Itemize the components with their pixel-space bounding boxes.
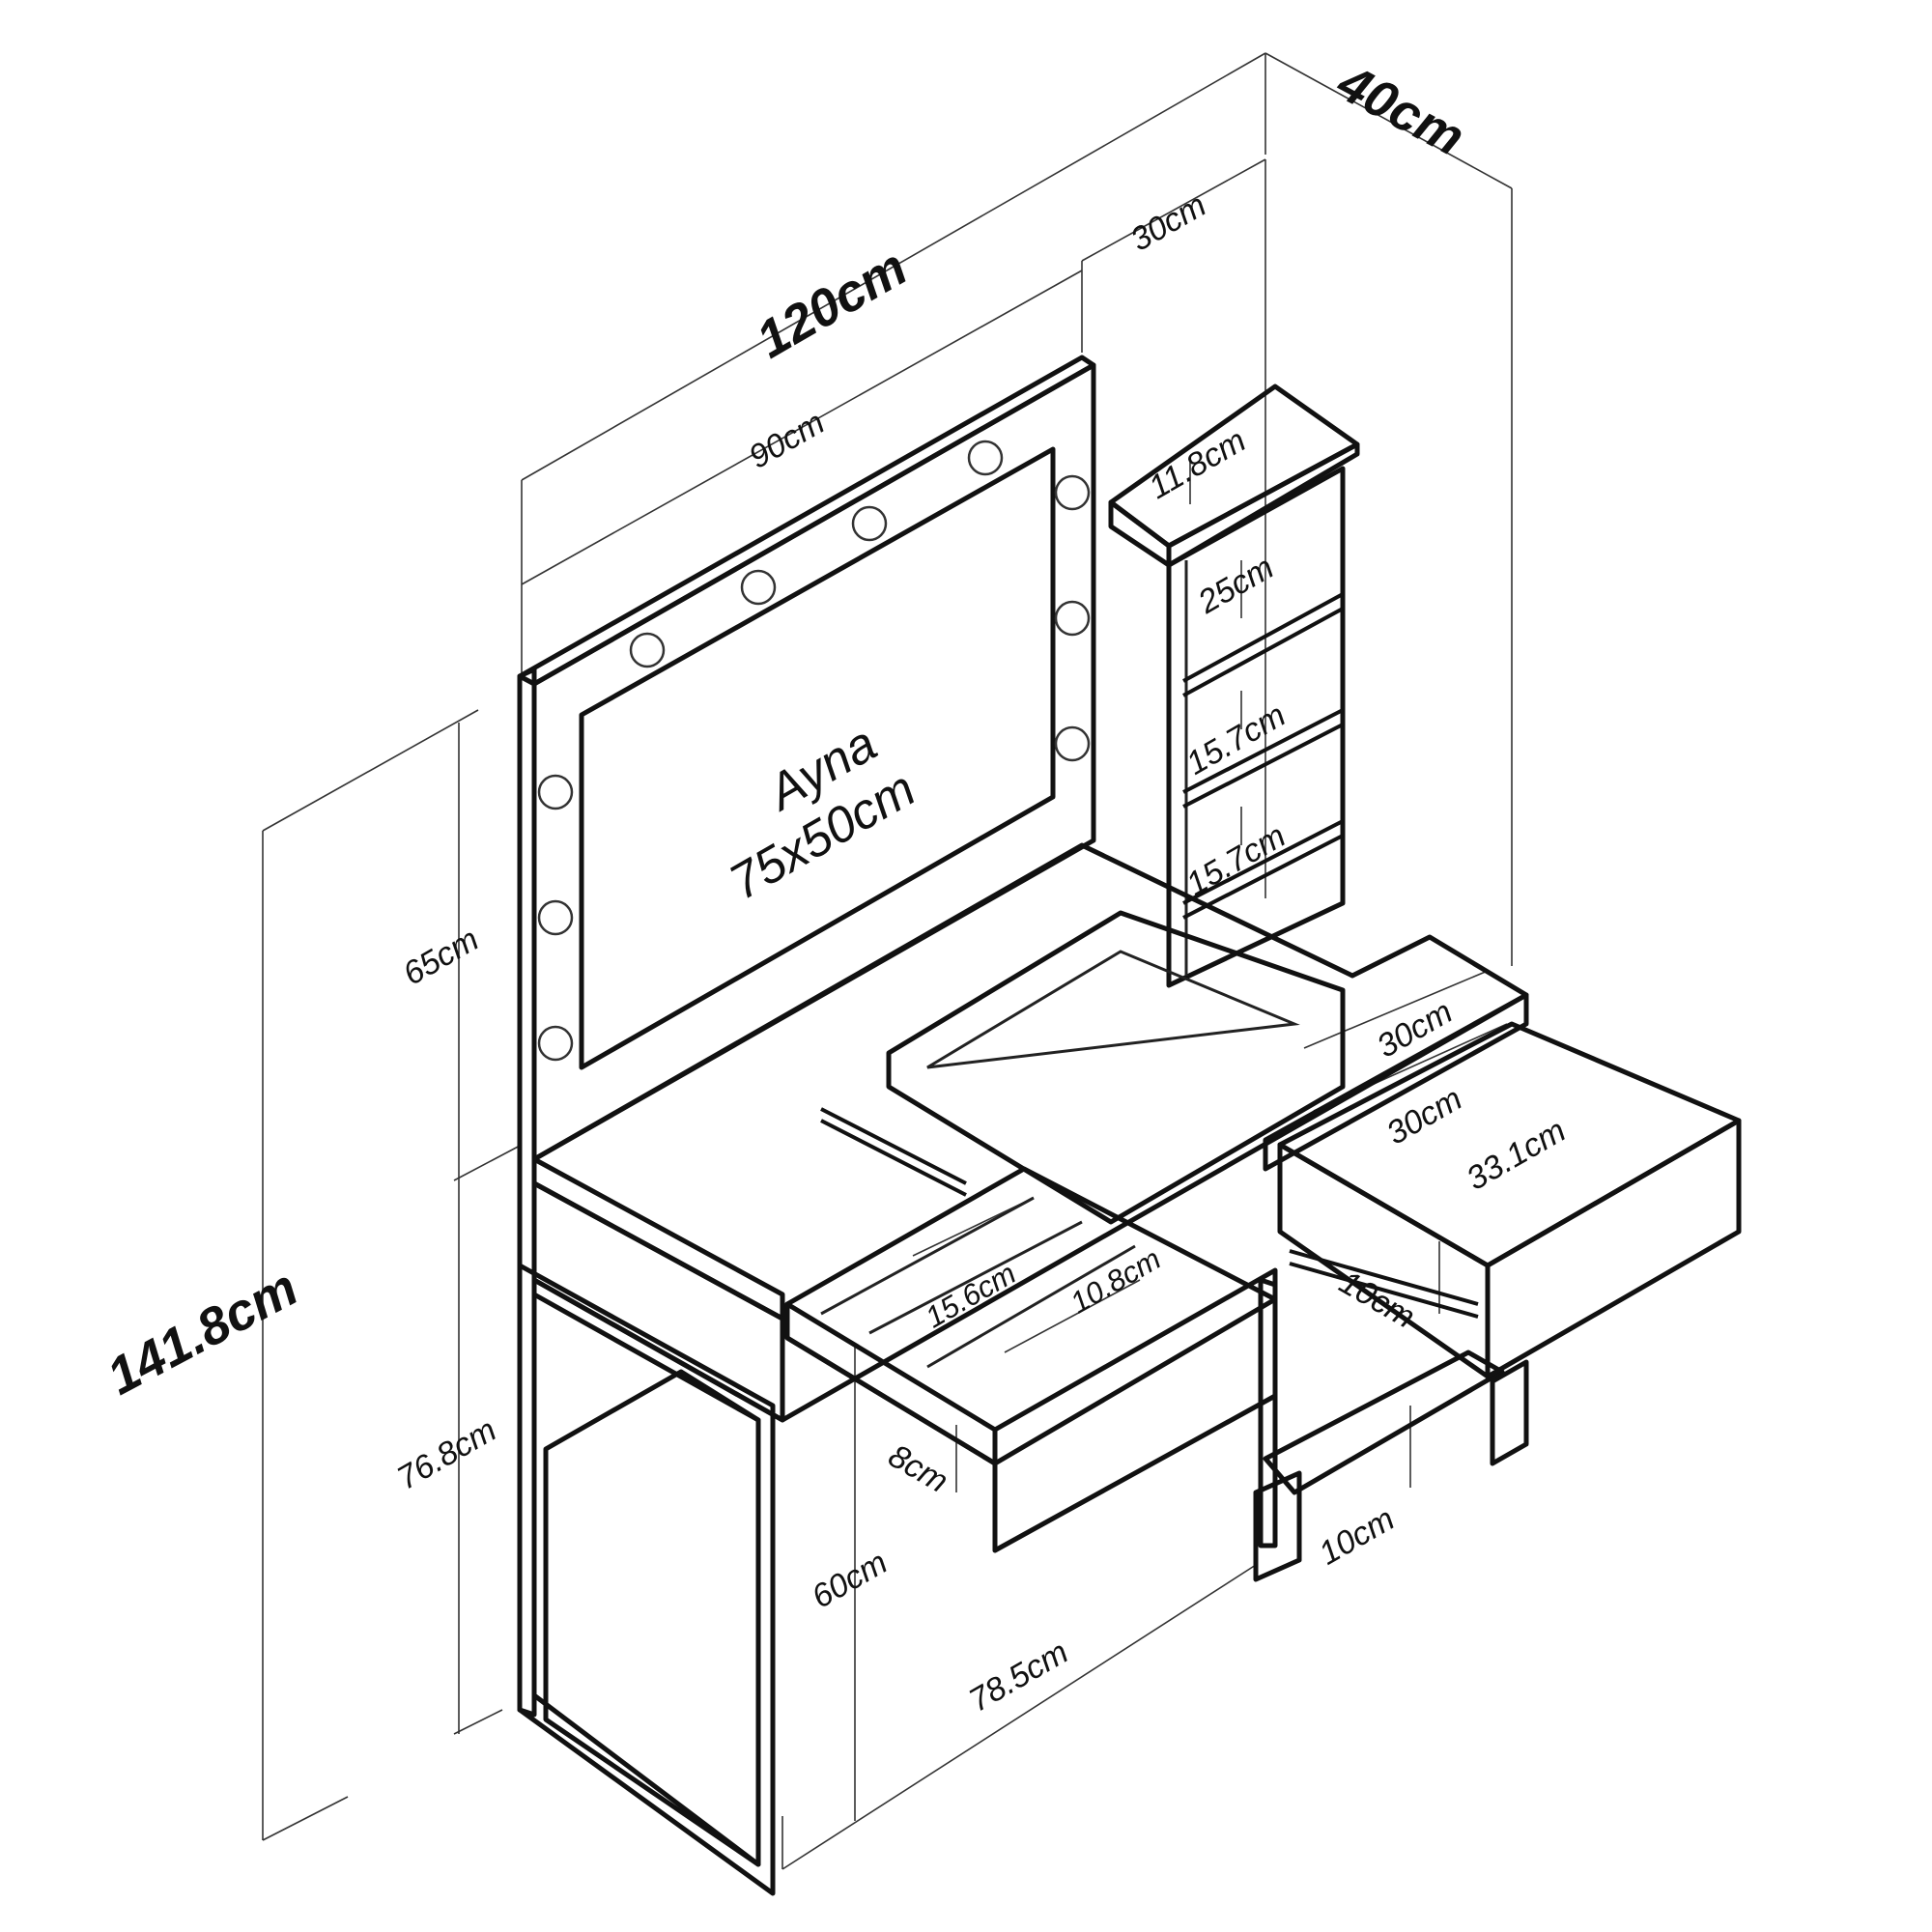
shelf-2-label: 15.7cm bbox=[1180, 696, 1293, 782]
total-depth-label: 40cm bbox=[1328, 53, 1474, 167]
drawer-left-height-label: 8cm bbox=[882, 1437, 954, 1500]
drawer-left-compartment-b-label: 10.8cm bbox=[1065, 1241, 1167, 1320]
desk-top bbox=[531, 842, 1529, 1423]
bulb-icon bbox=[629, 632, 666, 668]
bulb-icon bbox=[537, 899, 574, 936]
drawer-left-compartment-a-label: 15.6cm bbox=[920, 1256, 1022, 1334]
bulb-icon bbox=[851, 505, 888, 542]
shelf-depth-label: 30cm bbox=[1124, 186, 1212, 258]
bulb-icon bbox=[537, 1025, 574, 1062]
right-section bbox=[1253, 992, 1742, 1582]
bulb-icon bbox=[967, 440, 1004, 476]
mirror-frame-width-label: 90cm bbox=[743, 404, 831, 475]
bulb-icon bbox=[1054, 725, 1091, 762]
dimension-lines bbox=[262, 52, 1513, 1870]
bulb-icon bbox=[537, 774, 574, 810]
total-height-label: 141.8cm bbox=[98, 1259, 306, 1406]
center-compartment bbox=[886, 910, 1346, 1225]
right-drawer-width-label: 30cm bbox=[1380, 1080, 1468, 1151]
desk-height-label: 76.8cm bbox=[391, 1411, 503, 1497]
total-width-label: 120cm bbox=[747, 238, 917, 369]
mirror-height-label: 65cm bbox=[397, 921, 485, 992]
right-drawer-depth-label: 33.1cm bbox=[1461, 1112, 1573, 1198]
left-leg-frame bbox=[517, 667, 776, 1896]
bulb-icon bbox=[1054, 474, 1091, 511]
bulb-icon bbox=[1054, 600, 1091, 637]
leg-height-label: 60cm bbox=[806, 1544, 894, 1615]
mirror-panel bbox=[517, 355, 1096, 1162]
shelf-tower bbox=[1108, 384, 1360, 988]
left-drawer bbox=[784, 1107, 1278, 1553]
shelf-1-label: 25cm bbox=[1191, 549, 1280, 621]
dimension-labels: 120cm 40cm 30cm 90cm 11.8cm 25cm 15.7cm … bbox=[98, 53, 1572, 1719]
shelf-top-label: 11.8cm bbox=[1143, 422, 1252, 506]
under-depth-label: 78.5cm bbox=[963, 1634, 1075, 1719]
leg-gap-label: 10cm bbox=[1313, 1500, 1401, 1572]
bulb-icon bbox=[740, 569, 777, 606]
